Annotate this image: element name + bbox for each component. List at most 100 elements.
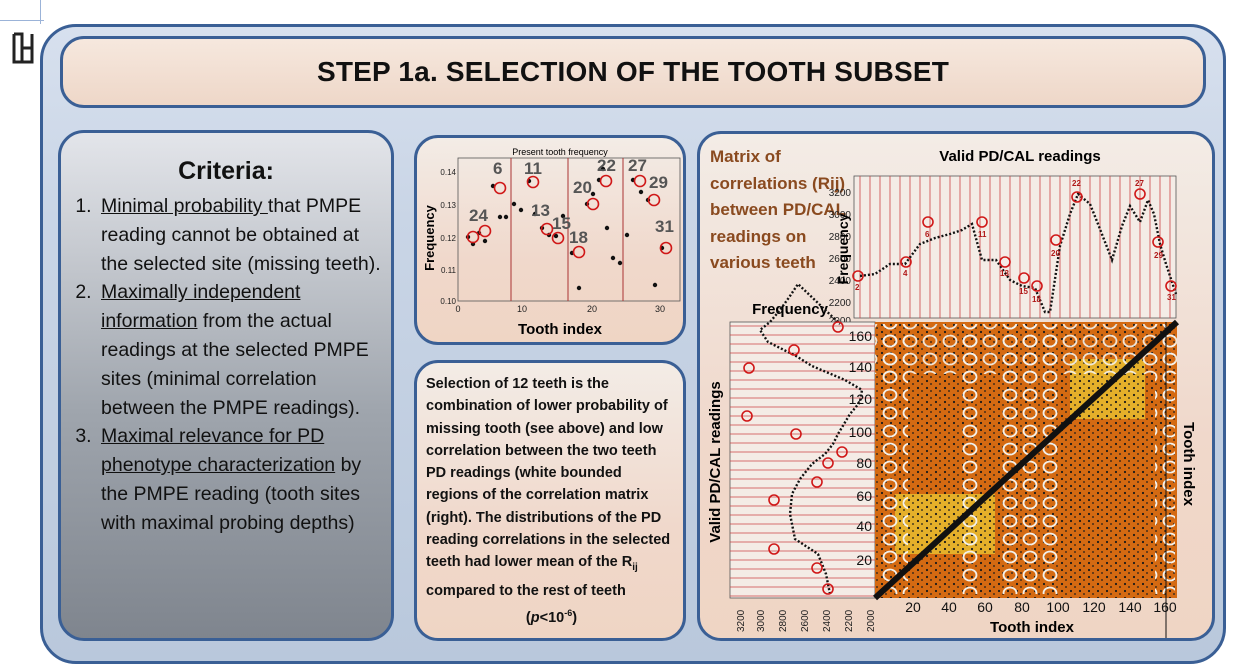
svg-text:80: 80	[856, 455, 872, 471]
plot-ylabel: Frequency	[422, 204, 437, 271]
svg-text:31: 31	[1167, 293, 1176, 302]
svg-text:3000: 3000	[829, 210, 852, 221]
top-chart-tooth-labels: 2 4 6 11 13 15 18 20 22 27 29 31	[855, 179, 1176, 304]
tooth-labels: 6 11 22 27 24 13 15 20 29 18 31	[469, 156, 674, 247]
svg-text:160: 160	[849, 328, 873, 344]
top-chart-title: Valid PD/CAL readings	[939, 148, 1100, 165]
top-chart-grid	[859, 176, 1171, 318]
svg-text:0.10: 0.10	[440, 297, 456, 306]
svg-text:3000: 3000	[756, 609, 767, 632]
svg-text:2600: 2600	[800, 609, 811, 632]
svg-text:120: 120	[849, 391, 873, 407]
left-chart-title: Frequency	[752, 301, 829, 318]
svg-text:6: 6	[493, 159, 502, 178]
corner-line-horizontal	[0, 20, 44, 21]
title-banner: STEP 1a. SELECTION OF THE TOOTH SUBSET	[60, 36, 1206, 108]
svg-text:2400: 2400	[822, 609, 833, 632]
tooth-frequency-panel: Present tooth frequency 0.10 0.11 0.12 0…	[414, 135, 686, 345]
criteria-item-2-key: Maximally independent information	[101, 281, 301, 333]
svg-text:2200: 2200	[844, 609, 855, 632]
svg-text:160: 160	[1153, 599, 1177, 615]
svg-text:20: 20	[905, 599, 921, 615]
svg-text:24: 24	[469, 206, 488, 225]
svg-text:20: 20	[587, 304, 597, 314]
left-chart-xticks: 3200 3000 2800 2600 2400 2200 2000	[736, 609, 877, 632]
svg-text:2000: 2000	[829, 316, 852, 327]
svg-text:27: 27	[628, 156, 647, 175]
criteria-item-2-text: from the actual readings at the selected…	[101, 310, 369, 419]
svg-text:4: 4	[903, 269, 908, 278]
svg-text:120: 120	[1082, 599, 1106, 615]
svg-text:10: 10	[517, 304, 527, 314]
selection-text-sub: ij	[632, 562, 638, 574]
criteria-heading: Criteria:	[178, 157, 274, 185]
svg-text:2800: 2800	[829, 232, 852, 243]
selection-pvalue: (p<10-6)	[525, 607, 578, 626]
left-chart-grid	[730, 325, 875, 597]
svg-text:30: 30	[655, 304, 665, 314]
criteria-item-1: Minimal probability that PMPE reading ca…	[97, 192, 381, 278]
plot-dividers	[510, 158, 624, 301]
svg-text:2000: 2000	[866, 609, 877, 632]
svg-text:31: 31	[655, 217, 674, 236]
svg-text:100: 100	[1046, 599, 1070, 615]
logo-icon	[12, 32, 34, 64]
svg-text:0.11: 0.11	[441, 266, 457, 275]
svg-text:20: 20	[573, 178, 592, 197]
left-chart-series	[758, 282, 864, 595]
svg-text:140: 140	[1118, 599, 1142, 615]
svg-text:20: 20	[856, 552, 872, 568]
svg-text:6: 6	[925, 230, 930, 239]
top-chart-yticks: 3200 3000 2800 2600 2400 2200 2000	[829, 188, 852, 327]
criteria-panel: Criteria: Minimal probability that PMPE …	[58, 130, 394, 641]
plot-xticks: 0 10 20 30	[455, 304, 665, 314]
plot-title: Present tooth frequency	[512, 147, 608, 157]
selection-text-1: Selection of 12 teeth is the combination…	[426, 376, 671, 571]
svg-text:29: 29	[1154, 251, 1163, 260]
svg-text:0.14: 0.14	[440, 168, 456, 177]
matrix-yticks: 20 40 60 80 100 120 140 160	[849, 328, 873, 568]
criteria-item-3: Maximal relevance for PD phenotype chara…	[97, 422, 381, 537]
matrix-xticks: 20 40 60 80 100 120 140 160	[905, 599, 1177, 615]
svg-text:2200: 2200	[829, 298, 852, 309]
criteria-list: Minimal probability that PMPE reading ca…	[61, 192, 391, 538]
svg-text:2600: 2600	[829, 254, 852, 265]
selection-description: Selection of 12 teeth is the combination…	[426, 373, 677, 629]
svg-text:3200: 3200	[736, 609, 747, 632]
top-chart-area	[853, 175, 1177, 319]
svg-text:2400: 2400	[829, 276, 852, 287]
svg-text:15: 15	[1019, 287, 1028, 296]
svg-text:60: 60	[977, 599, 993, 615]
svg-text:13: 13	[1000, 269, 1009, 278]
criteria-item-1-text: that PMPE reading cannot be obtained at …	[101, 195, 381, 275]
left-chart-ylabel: Valid PD/CAL readings	[707, 381, 724, 542]
svg-text:40: 40	[856, 518, 872, 534]
matrix-right-label: Tooth index	[1180, 422, 1197, 507]
svg-text:18: 18	[1032, 295, 1041, 304]
svg-text:0.12: 0.12	[440, 234, 456, 243]
svg-text:18: 18	[569, 228, 588, 247]
svg-text:80: 80	[1014, 599, 1030, 615]
plot-yticks: 0.10 0.11 0.12 0.13 0.14	[440, 168, 456, 306]
criteria-item-3-text: by the PMPE reading (tooth sites with ma…	[101, 454, 362, 534]
plot-area	[457, 157, 681, 302]
svg-text:15: 15	[552, 214, 571, 233]
svg-text:2: 2	[855, 283, 860, 292]
top-chart-markers	[852, 188, 1177, 292]
selected-tooth-markers	[466, 174, 673, 259]
svg-text:13: 13	[531, 201, 550, 220]
svg-text:22: 22	[1072, 179, 1081, 188]
criteria-item-3-key: Maximal relevance for PD phenotype chara…	[101, 425, 336, 477]
svg-text:2800: 2800	[778, 609, 789, 632]
svg-text:60: 60	[856, 488, 872, 504]
correlation-matrix	[872, 319, 1180, 638]
criteria-item-2: Maximally independent information from t…	[97, 278, 381, 422]
svg-text:140: 140	[849, 359, 873, 375]
svg-text:100: 100	[849, 424, 873, 440]
svg-text:40: 40	[941, 599, 957, 615]
left-chart-markers	[741, 321, 848, 595]
svg-text:0.13: 0.13	[440, 201, 456, 210]
svg-text:0: 0	[455, 304, 460, 314]
svg-text:29: 29	[649, 173, 668, 192]
svg-text:27: 27	[1135, 179, 1144, 188]
